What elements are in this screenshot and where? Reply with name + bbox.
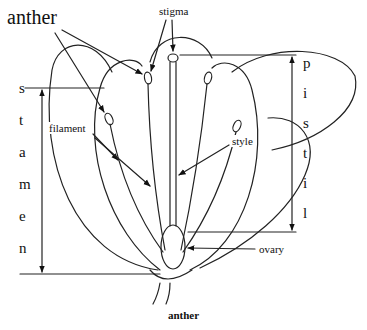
leader-line (172, 20, 173, 51)
bracket-line (41, 90, 42, 272)
bracket-line (291, 57, 292, 230)
petal-outline (190, 63, 258, 270)
leader-line (95, 138, 150, 186)
stem (153, 283, 160, 304)
part-label: filament (48, 122, 87, 134)
figure-caption: anther (0, 309, 367, 321)
bracket-line (180, 54, 296, 55)
filament-shape (181, 84, 207, 250)
part-label: anther (6, 6, 58, 28)
bracket-line (20, 273, 160, 274)
filament-shape (183, 132, 236, 252)
vertical-part-label: pistil (302, 48, 306, 228)
leader-line (179, 145, 229, 175)
leader-line (55, 33, 104, 112)
leader-line (62, 30, 142, 74)
stem (166, 283, 170, 304)
vertical-part-label: stamen (18, 72, 22, 264)
bracket-line (25, 87, 104, 88)
anther-shape (144, 71, 153, 84)
petal-outline (95, 60, 160, 270)
stigma-shape (168, 54, 178, 62)
part-label: stigma (158, 5, 189, 17)
bracket-line (188, 231, 296, 232)
style-shape (175, 62, 176, 226)
anther-shape (203, 71, 213, 84)
anther-shape (231, 119, 242, 133)
anther-shape (103, 112, 114, 126)
filament-shape (148, 84, 165, 250)
part-label: style (231, 135, 254, 147)
style-shape (169, 62, 170, 226)
part-label: ovary (258, 243, 285, 255)
leader-line (151, 20, 166, 71)
petal-outline (232, 51, 356, 150)
leader-line (188, 248, 255, 249)
